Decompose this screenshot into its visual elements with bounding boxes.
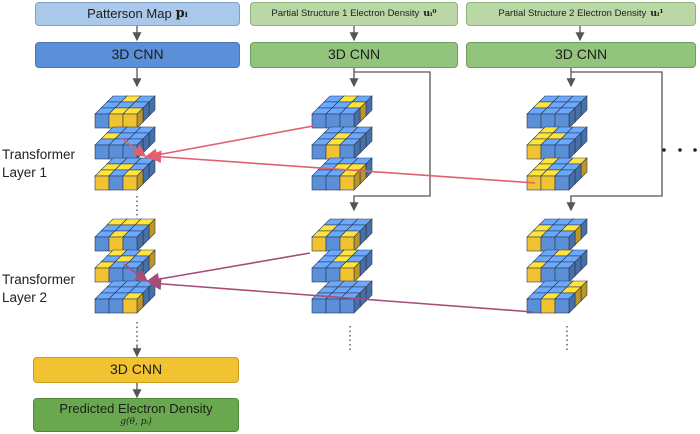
voxel-cube <box>339 292 361 314</box>
cross-attention-arrow <box>148 277 534 313</box>
voxel-cube <box>554 138 576 160</box>
ellipsis-dot <box>662 148 666 152</box>
voxel-block <box>94 218 156 314</box>
patterson-symbol: pᵢ <box>175 5 188 21</box>
patterson-map-box: Patterson Map pᵢ <box>35 2 240 26</box>
predicted-density-formula: g(θ, pᵢ) <box>120 417 152 428</box>
voxel-cube <box>122 107 144 129</box>
voxel-cube <box>339 138 361 160</box>
voxel-block <box>311 95 373 191</box>
voxel-cube <box>554 261 576 283</box>
voxel-blocks <box>94 95 588 314</box>
voxel-cube <box>339 230 361 252</box>
ellipsis-dot <box>693 148 697 152</box>
cross-attention-arrow <box>123 263 149 282</box>
cnn-box-partial-1: 3D CNN <box>250 42 458 68</box>
cnn-box-partial-2: 3D CNN <box>466 42 696 68</box>
predicted-density-box: Predicted Electron Density g(θ, pᵢ) <box>33 398 239 432</box>
voxel-block <box>526 218 588 314</box>
partial-structure-2-box: Partial Structure 2 Electron Density uᵢ¹ <box>466 2 696 26</box>
cnn-label: 3D CNN <box>111 46 164 63</box>
cross-attention-arrow <box>148 150 536 184</box>
cnn-label: 3D CNN <box>109 361 163 378</box>
voxel-cube <box>554 169 576 191</box>
voxel-cube <box>339 169 361 191</box>
attention-arrows <box>120 125 536 313</box>
voxel-cube <box>554 292 576 314</box>
partial-structure-1-box: Partial Structure 1 Electron Density uᵢ⁰ <box>250 2 458 26</box>
cross-attention-arrow <box>120 137 147 157</box>
voxel-cube <box>122 169 144 191</box>
voxel-block <box>526 95 588 191</box>
skip-connection <box>349 71 431 212</box>
predicted-density-label: Predicted Electron Density <box>59 400 213 416</box>
voxel-cube <box>554 230 576 252</box>
partial-structure-2-symbol: uᵢ¹ <box>650 7 664 19</box>
cnn-box-final: 3D CNN <box>33 357 239 383</box>
cnn-label: 3D CNN <box>554 46 608 63</box>
voxel-cube <box>122 230 144 252</box>
voxel-block <box>311 218 373 314</box>
ellipsis-dot <box>678 148 682 152</box>
partial-structure-2-label: Partial Structure 2 Electron Density <box>498 7 647 19</box>
cnn-label: 3D CNN <box>327 46 381 63</box>
partial-structure-1-symbol: uᵢ⁰ <box>423 7 437 19</box>
partial-structure-1-label: Partial Structure 1 Electron Density <box>271 7 420 19</box>
transformer-layer-2-label: Transformer Layer 2 <box>2 272 76 306</box>
voxel-cube <box>554 107 576 129</box>
cnn-box-patterson: 3D CNN <box>35 42 240 68</box>
voxel-block <box>94 95 156 191</box>
connector-arrows <box>132 26 697 399</box>
skip-connection <box>566 71 663 212</box>
cross-attention-arrow <box>144 125 314 162</box>
cross-attention-arrow <box>146 252 311 286</box>
transformer-layer-1-label: Transformer Layer 1 <box>2 147 76 181</box>
voxel-cube <box>339 107 361 129</box>
voxel-cube <box>122 292 144 314</box>
patterson-map-label: Patterson Map <box>87 5 172 21</box>
voxel-cube <box>339 261 361 283</box>
